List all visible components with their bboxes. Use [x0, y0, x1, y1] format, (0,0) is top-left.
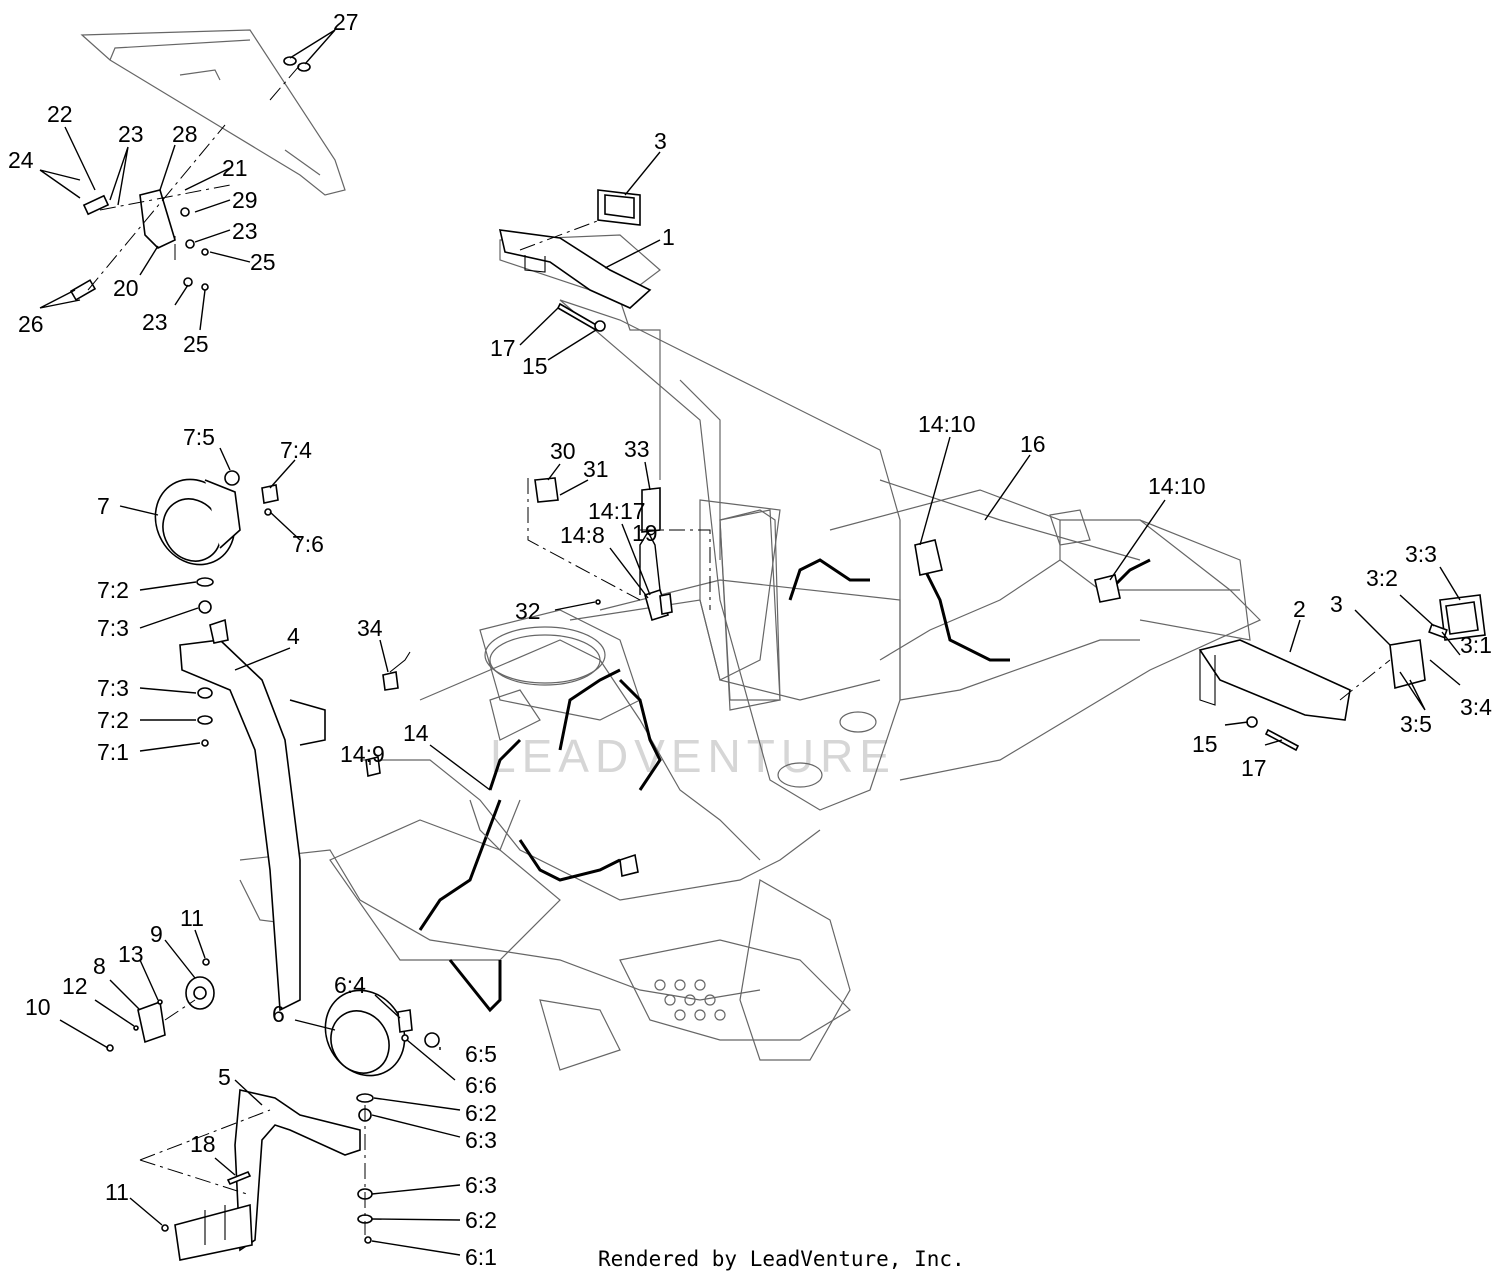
callout: 3:4	[1460, 694, 1492, 720]
callout: 13	[118, 941, 144, 967]
top-light	[519, 189, 641, 251]
callout: 21	[222, 155, 248, 181]
callout: 6:5	[465, 1041, 497, 1067]
callout: 33	[624, 436, 650, 462]
callout: 5	[218, 1064, 231, 1090]
callout: 7	[97, 493, 110, 519]
callout: 6:3	[465, 1172, 497, 1198]
callout: 3:2	[1366, 565, 1398, 591]
callout: 34	[357, 615, 383, 641]
callout: 6	[272, 1001, 285, 1027]
leader-lines	[39, 29, 1461, 1256]
callout: 23	[142, 309, 168, 335]
callout: 7:3	[97, 615, 129, 641]
callout: 25	[183, 331, 209, 357]
callout: 15	[522, 353, 548, 379]
headlight-lower	[324, 989, 440, 1244]
callout: 10	[25, 994, 51, 1020]
callout: 6:1	[465, 1244, 497, 1270]
callout: 2	[1293, 596, 1306, 622]
rear-light-bar	[1198, 639, 1391, 752]
callout: 25	[250, 249, 276, 275]
callout: 28	[172, 121, 198, 147]
callout: 7:2	[97, 577, 129, 603]
callout: 8	[93, 953, 106, 979]
callout: 14	[403, 720, 429, 746]
callout: 3:5	[1400, 711, 1432, 737]
callout: 7:3	[97, 675, 129, 701]
bolt-washer-front	[556, 302, 606, 332]
callout: 26	[18, 311, 44, 337]
seat-steering	[469, 509, 781, 852]
headlight-upper	[154, 470, 279, 747]
callout: 18	[190, 1131, 216, 1157]
callout: 1	[662, 224, 675, 250]
callout: 15	[1192, 731, 1218, 757]
front-light-bar	[498, 229, 652, 309]
callout-labels: 27 22 23 28 24 21 29 23 25 20 26 23 25 3…	[8, 9, 1492, 1270]
callout: 7:4	[280, 437, 312, 463]
callout: 14:8	[560, 522, 605, 548]
callout: 3	[1330, 591, 1343, 617]
callout: 11	[105, 1179, 129, 1205]
callout: 24	[8, 147, 34, 173]
callout: 3	[654, 128, 667, 154]
callout: 14:10	[1148, 473, 1206, 499]
callout: 6:2	[465, 1100, 497, 1126]
callout: 3:3	[1405, 541, 1437, 567]
horn-assembly	[106, 958, 215, 1052]
callout: 30	[550, 438, 576, 464]
callout: 29	[232, 187, 258, 213]
wiring-harness	[418, 539, 1151, 1013]
callout: 9	[150, 921, 163, 947]
rear-light	[1389, 594, 1486, 690]
callout: 4	[287, 623, 300, 649]
left-light-bar	[179, 618, 326, 1012]
callout: 7:6	[292, 531, 324, 557]
lower-light-bar	[139, 1089, 361, 1261]
callout: 16	[1020, 431, 1046, 457]
callout: 14:9	[340, 741, 385, 767]
credit-text: Rendered by LeadVenture, Inc.	[598, 1247, 965, 1271]
callout: 14:10	[918, 411, 976, 437]
callout: 20	[113, 275, 139, 301]
callout: 7:1	[97, 739, 129, 765]
switch-components	[365, 477, 711, 777]
callout: 17	[1241, 755, 1267, 781]
callout: 23	[232, 218, 258, 244]
callout: 12	[62, 973, 88, 999]
callout: 6:4	[334, 972, 366, 998]
callout: 23	[118, 121, 144, 147]
callout: 6:6	[465, 1072, 497, 1098]
tractor-frame	[239, 234, 1262, 1071]
callout: 19	[632, 520, 658, 546]
callout: 7:5	[183, 424, 215, 450]
callout: 17	[490, 335, 516, 361]
callout: 27	[333, 9, 359, 35]
callout: 6:2	[465, 1207, 497, 1233]
top-bracket-assembly	[69, 29, 346, 301]
callout: 7:2	[97, 707, 129, 733]
callout: 32	[515, 598, 541, 624]
callout: 31	[583, 456, 609, 482]
watermark: LEADVENTURE	[490, 730, 896, 782]
callout: 22	[47, 101, 73, 127]
callout: 11	[180, 905, 204, 931]
callout: 3:1	[1460, 632, 1492, 658]
callout: 14:17	[588, 498, 646, 524]
callout: 6:3	[465, 1127, 497, 1153]
